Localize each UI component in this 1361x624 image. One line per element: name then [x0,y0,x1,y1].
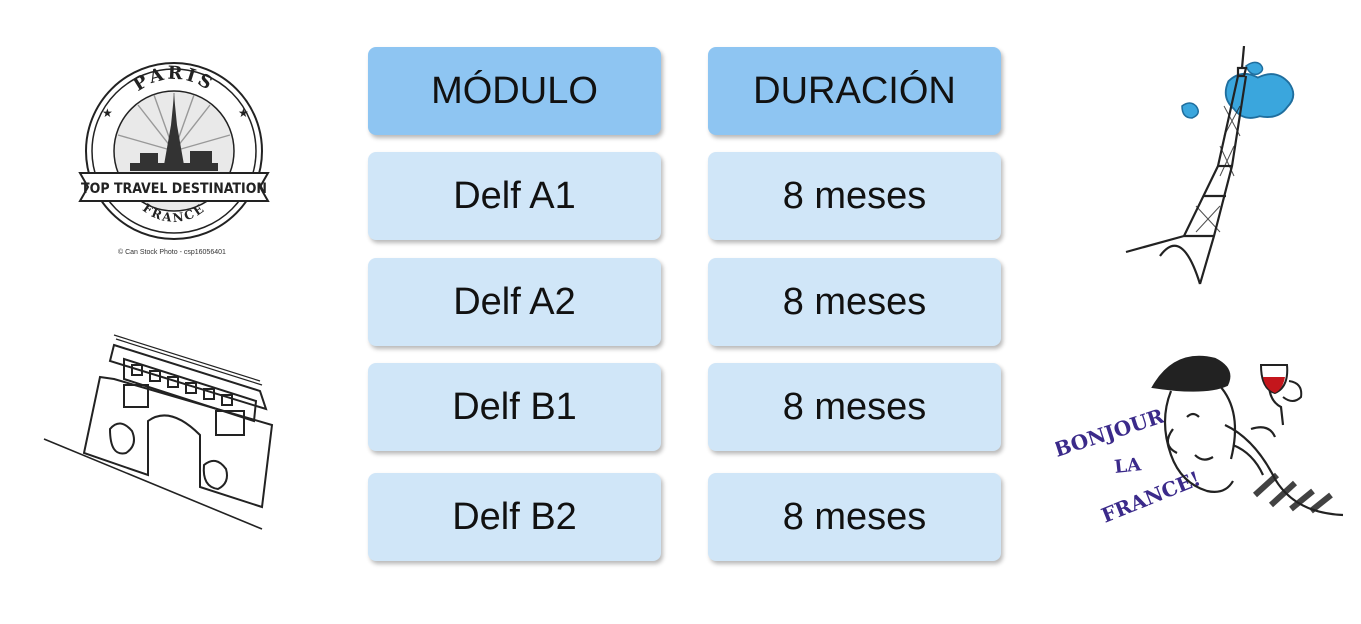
table-cell-duration: 8 meses [708,473,1001,561]
table-cell-duration: 8 meses [708,363,1001,451]
svg-text:★: ★ [102,106,113,120]
header-module-label: MÓDULO [431,69,598,112]
duration-label: 8 meses [782,385,927,428]
table-cell-duration: 8 meses [708,258,1001,346]
header-module: MÓDULO [368,47,661,135]
stamp-banner-text: TOP TRAVEL DESTINATION [81,181,267,197]
module-label: Delf B1 [452,385,577,428]
duration-label: 8 meses [782,495,927,538]
table-cell-module: Delf B2 [368,473,661,561]
cartoon-line3: FRANCE! [1098,466,1204,527]
header-duration: DURACIÓN [708,47,1001,135]
arc-de-triomphe-icon [43,334,274,530]
cartoon-line2: LA [1113,454,1143,478]
duration-label: 8 meses [782,280,927,323]
table-cell-duration: 8 meses [708,152,1001,240]
module-label: Delf A1 [453,174,576,217]
table-cell-module: Delf A2 [368,258,661,346]
svg-text:★: ★ [238,106,249,120]
module-label: Delf B2 [452,495,577,538]
table-cell-module: Delf A1 [368,152,661,240]
module-label: Delf A2 [453,280,576,323]
eiffel-tower-icon [1125,46,1295,285]
table-cell-module: Delf B1 [368,363,661,451]
duration-label: 8 meses [782,174,927,217]
bonjour-cartoon-icon: BONJOUR LA FRANCE! [1055,355,1344,528]
stamp-caption: © Can Stock Photo - csp16056401 [118,249,226,256]
cartoon-line1: BONJOUR [1055,404,1167,462]
header-duration-label: DURACIÓN [753,69,956,112]
paris-stamp-icon: PARIS ★ ★ TOP TRAVEL DESTINATION FRANCE [78,62,270,240]
